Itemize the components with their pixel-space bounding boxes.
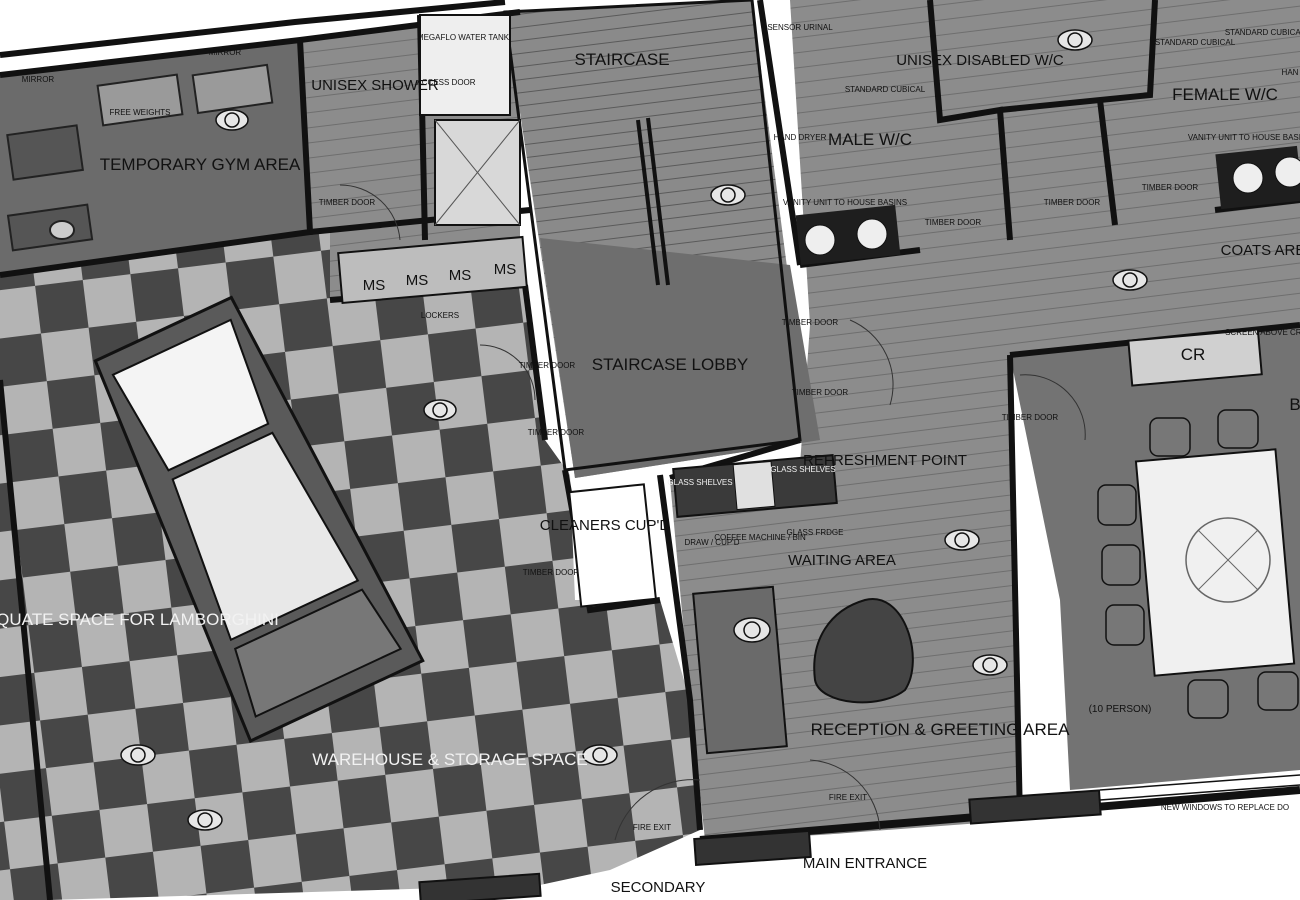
label-mirror-2: MIRROR <box>209 48 242 57</box>
label-standard-cubical-female-1: STANDARD CUBICAL <box>1155 38 1236 47</box>
label-access-door: ACCESS DOOR <box>416 78 475 87</box>
person-gym <box>215 109 249 131</box>
label-hand-dryer: HAND DRYER <box>774 133 827 142</box>
label-vanity-unit-male: VANITY UNIT TO HOUSE BASINS <box>783 198 907 207</box>
label-glass-fridge: GLASS FRDGE <box>787 528 844 537</box>
people-figures <box>120 29 1148 831</box>
label-timber-door-disabled: TIMBER DOOR <box>1044 198 1101 207</box>
person-stair <box>710 184 746 206</box>
label-staircase-lobby: STAIRCASE LOBBY <box>592 355 749 374</box>
label-timber-door-lobby-1: TIMBER DOOR <box>782 318 839 327</box>
person-warehouse-1 <box>423 399 457 421</box>
person-disabled-wc <box>1057 29 1093 51</box>
label-draw-cupboard: DRAW / CUP'D <box>684 538 739 547</box>
person-seated <box>733 617 771 643</box>
label-timber-door-warehouse-2: TIMBER DOOR <box>528 428 585 437</box>
label-screen-partial: SCREEN ABOVE CREDE UNIT <box>1225 328 1300 337</box>
label-free-weights: FREE WEIGHTS <box>110 108 171 117</box>
label-timber-door-cleaners: TIMBER DOOR <box>523 568 580 577</box>
label-main-entrance: MAIN ENTRANCE <box>803 855 927 872</box>
exterior-wall <box>418 774 1300 900</box>
label-coats-area: COATS AREA <box>1221 242 1300 259</box>
label-glass-shelves-2: GLASS SHELVES <box>770 465 835 474</box>
person-warehouse-3 <box>187 809 223 831</box>
label-vanity-unit-female: VANITY UNIT TO HOUSE BASINS <box>1188 133 1300 142</box>
label-lockers: LOCKERS <box>421 311 459 320</box>
gym-equipment <box>6 63 274 252</box>
label-boardroom-partial: B <box>1289 395 1300 414</box>
fixture-labels: MIRROR MIRROR FREE WEIGHTS LOCKERS MS MS… <box>22 23 1300 812</box>
label-ms-3: MS <box>449 267 472 284</box>
door-swings <box>339 184 1086 841</box>
label-refreshment-point: REFRESHMENT POINT <box>803 452 967 469</box>
label-reception: RECEPTION & GREETING AREA <box>811 720 1070 739</box>
label-coffee-machine: COFFEE MACHINE / BIN <box>714 533 806 542</box>
shower-tray <box>419 14 521 226</box>
wc-fixtures <box>795 145 1300 387</box>
label-sensor-urinal: SENSOR URINAL <box>767 23 833 32</box>
label-timber-door-boardroom: TIMBER DOOR <box>1002 413 1059 422</box>
label-waiting-area: WAITING AREA <box>788 552 896 569</box>
label-timber-door-female: TIMBER DOOR <box>1142 183 1199 192</box>
label-lamborghini: ADEQUATE SPACE FOR LAMBORGHINI <box>0 610 279 629</box>
label-timber-door-male: TIMBER DOOR <box>925 218 982 227</box>
label-ms-2: MS <box>406 272 429 289</box>
meeting-table <box>1097 409 1299 719</box>
reception-desk <box>813 598 914 704</box>
room-labels: TEMPORARY GYM AREA UNISEX SHOWER MEGAFLO… <box>0 33 1300 769</box>
lobby-floor <box>540 238 820 478</box>
label-timber-door-warehouse-1: TIMBER DOOR <box>519 361 576 370</box>
label-ms-1: MS <box>363 277 386 294</box>
label-mirror-1: MIRROR <box>22 75 55 84</box>
label-hand-partial: HAN <box>1282 68 1299 77</box>
person-waiting <box>944 529 980 551</box>
label-fire-exit-1: FIRE EXIT <box>633 823 671 832</box>
label-standard-cubical-male: STANDARD CUBICAL <box>845 85 926 94</box>
label-timber-door-shower: TIMBER DOOR <box>319 198 376 207</box>
label-ms-4: MS <box>494 261 517 278</box>
label-fire-exit-2: FIRE EXIT <box>829 793 867 802</box>
label-female-wc: FEMALE W/C <box>1172 85 1278 104</box>
label-gym-area: TEMPORARY GYM AREA <box>100 155 301 174</box>
label-cr: CR <box>1181 345 1206 364</box>
label-warehouse: WAREHOUSE & STORAGE SPACE <box>312 750 588 769</box>
label-staircase: STAIRCASE <box>574 50 669 69</box>
stair-handrail <box>636 117 670 286</box>
label-water-tank: MEGAFLO WATER TANK <box>417 33 510 42</box>
label-standard-cubical-female-2: STANDARD CUBICAL <box>1225 28 1300 37</box>
label-secondary: SECONDARY <box>611 879 706 896</box>
label-new-windows: NEW WINDOWS TO REPLACE DO <box>1161 803 1289 812</box>
label-cleaners-cupboard: CLEANERS CUP'D <box>540 517 671 534</box>
label-timber-door-lobby-2: TIMBER DOOR <box>792 388 849 397</box>
lamborghini-car <box>93 295 425 743</box>
person-warehouse-2 <box>120 744 156 766</box>
label-disabled-wc: UNISEX DISABLED W/C <box>896 52 1064 69</box>
door-labels: TIMBER DOOR TIMBER DOOR TIMBER DOOR TIMB… <box>319 183 1199 896</box>
label-male-wc: MALE W/C <box>828 130 912 149</box>
lockers <box>337 235 528 305</box>
label-unisex-shower: UNISEX SHOWER <box>311 77 439 94</box>
label-glass-shelves-1: GLASS SHELVES <box>667 478 732 487</box>
person-warehouse-4 <box>582 744 618 766</box>
person-coats <box>1112 269 1148 291</box>
label-capacity: (10 PERSON) <box>1089 704 1152 715</box>
refreshment-counter <box>568 454 838 608</box>
person-reception <box>972 654 1008 676</box>
